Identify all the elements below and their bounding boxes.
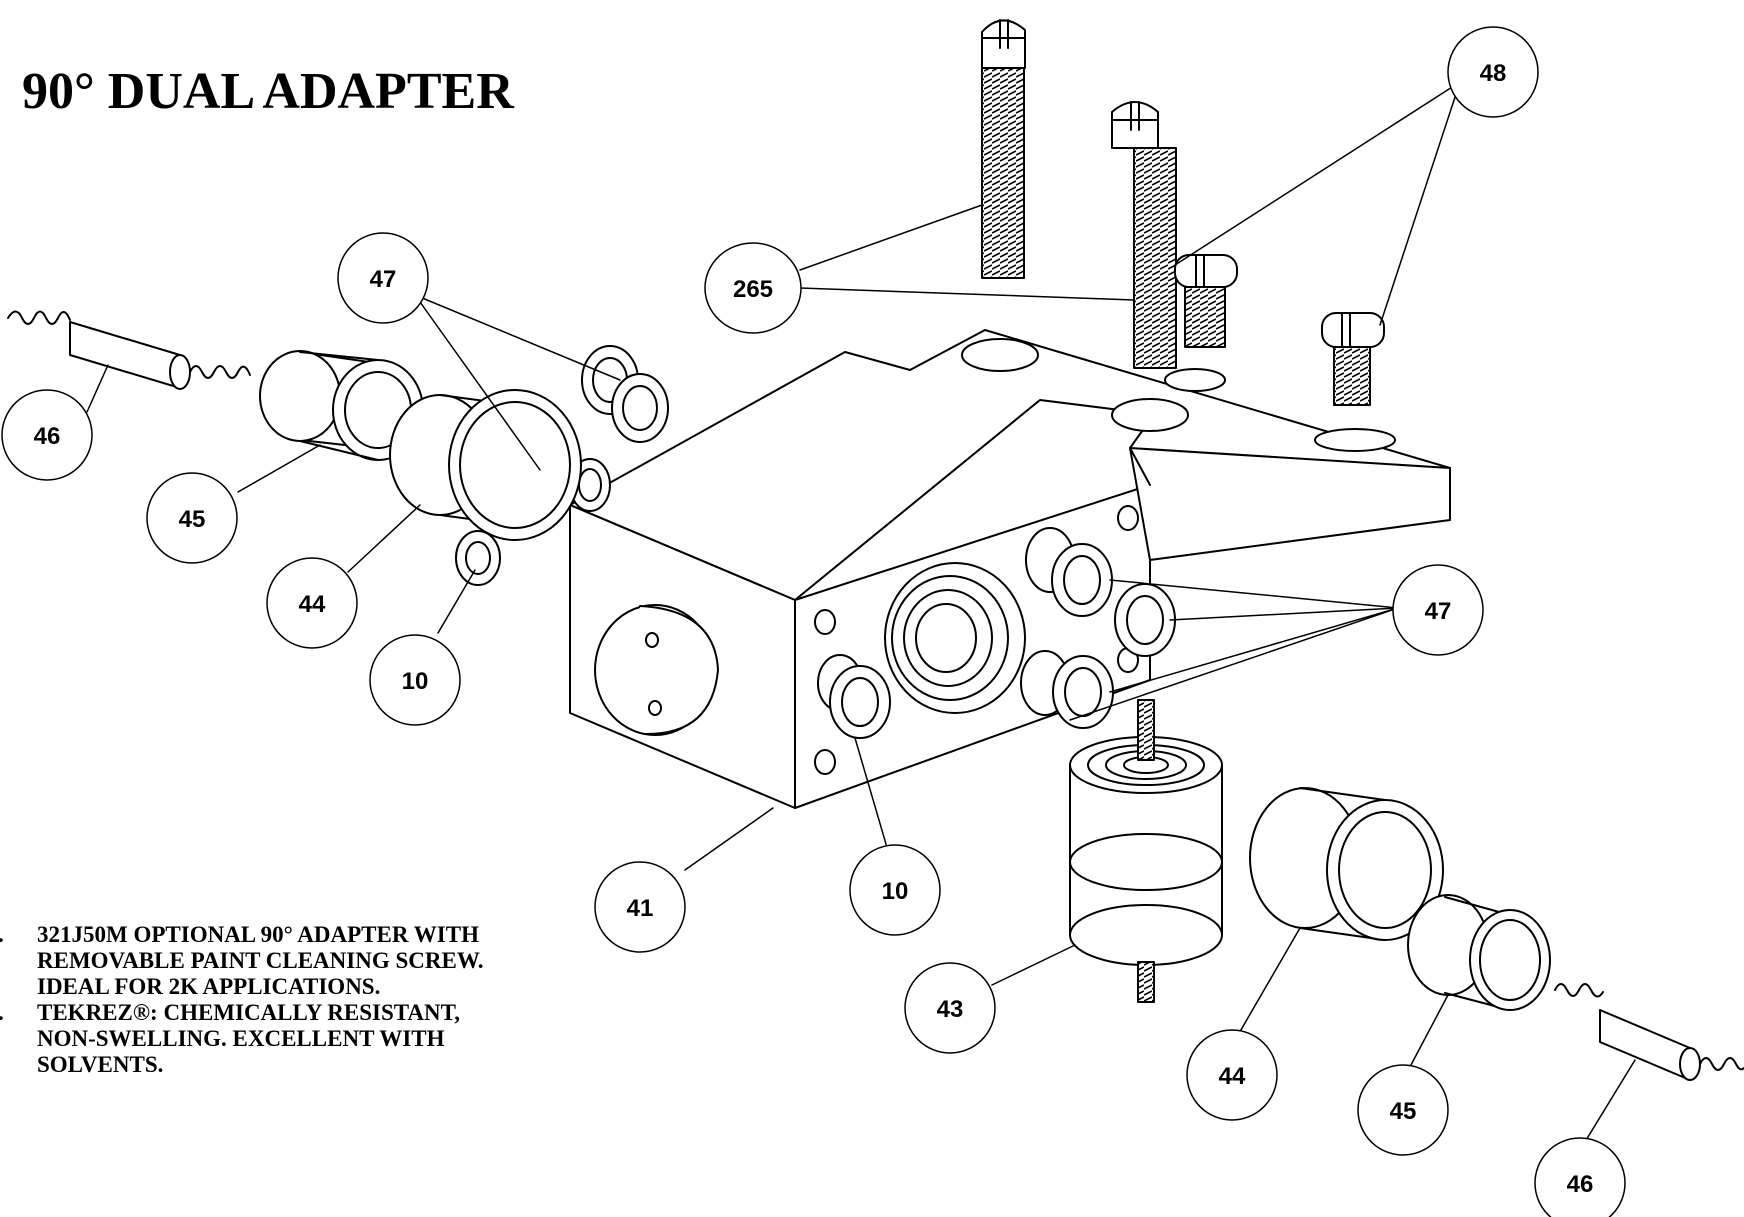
screw-48-right xyxy=(1321,312,1385,406)
note-marker: . xyxy=(0,1000,4,1026)
note-item: . TEKREZ®: CHEMICALLY RESISTANT, NON-SWE… xyxy=(0,1000,507,1078)
screw-48-left xyxy=(1174,254,1238,348)
callout-48: 48 xyxy=(1480,60,1507,87)
bushing-45-left xyxy=(259,350,424,461)
screw-265-tall xyxy=(981,19,1026,279)
diagram-title: 90° DUAL ADAPTER xyxy=(22,63,514,120)
notes-list: . 321J50M OPTIONAL 90° ADAPTER WITH REMO… xyxy=(0,922,507,1078)
spring-pin-46-left xyxy=(7,310,251,390)
callout-44-left: 44 xyxy=(299,591,326,618)
note-item: . 321J50M OPTIONAL 90° ADAPTER WITH REMO… xyxy=(0,922,507,1000)
screw-265-short xyxy=(1111,101,1177,369)
callout-45-right: 45 xyxy=(1390,1098,1417,1125)
callout-46-left: 46 xyxy=(34,423,61,450)
leader-lines xyxy=(86,81,1636,1151)
manifold-block xyxy=(569,329,1451,809)
callout-45-left: 45 xyxy=(179,506,206,533)
callout-41: 41 xyxy=(627,895,654,922)
o-rings-47-upper xyxy=(581,345,669,443)
callout-bubbles xyxy=(1,26,1626,1217)
o-ring-10-right xyxy=(829,665,891,739)
callout-10-left: 10 xyxy=(402,668,429,695)
callout-46-right: 46 xyxy=(1567,1171,1594,1198)
bushing-45-right xyxy=(1407,894,1551,1011)
callout-labels: 47 46 45 44 10 265 48 47 41 10 43 44 45 … xyxy=(34,60,1594,1198)
callout-44-right: 44 xyxy=(1219,1063,1246,1090)
cap-44-left xyxy=(389,389,582,541)
callout-265: 265 xyxy=(733,276,773,303)
cap-44-right xyxy=(1249,785,1444,941)
spring-pin-46-right xyxy=(1554,983,1744,1081)
note-text: 321J50M OPTIONAL 90° ADAPTER WITH REMOVA… xyxy=(37,922,484,999)
callout-43: 43 xyxy=(937,996,964,1023)
o-ring-10-left xyxy=(455,530,501,586)
nozzle-43 xyxy=(1069,699,1223,1003)
note-marker: . xyxy=(0,922,4,948)
callout-47-right: 47 xyxy=(1425,598,1452,625)
callout-47-upper: 47 xyxy=(370,266,397,293)
callout-10-right: 10 xyxy=(882,878,909,905)
note-text: TEKREZ®: CHEMICALLY RESISTANT, NON-SWELL… xyxy=(37,1000,460,1077)
